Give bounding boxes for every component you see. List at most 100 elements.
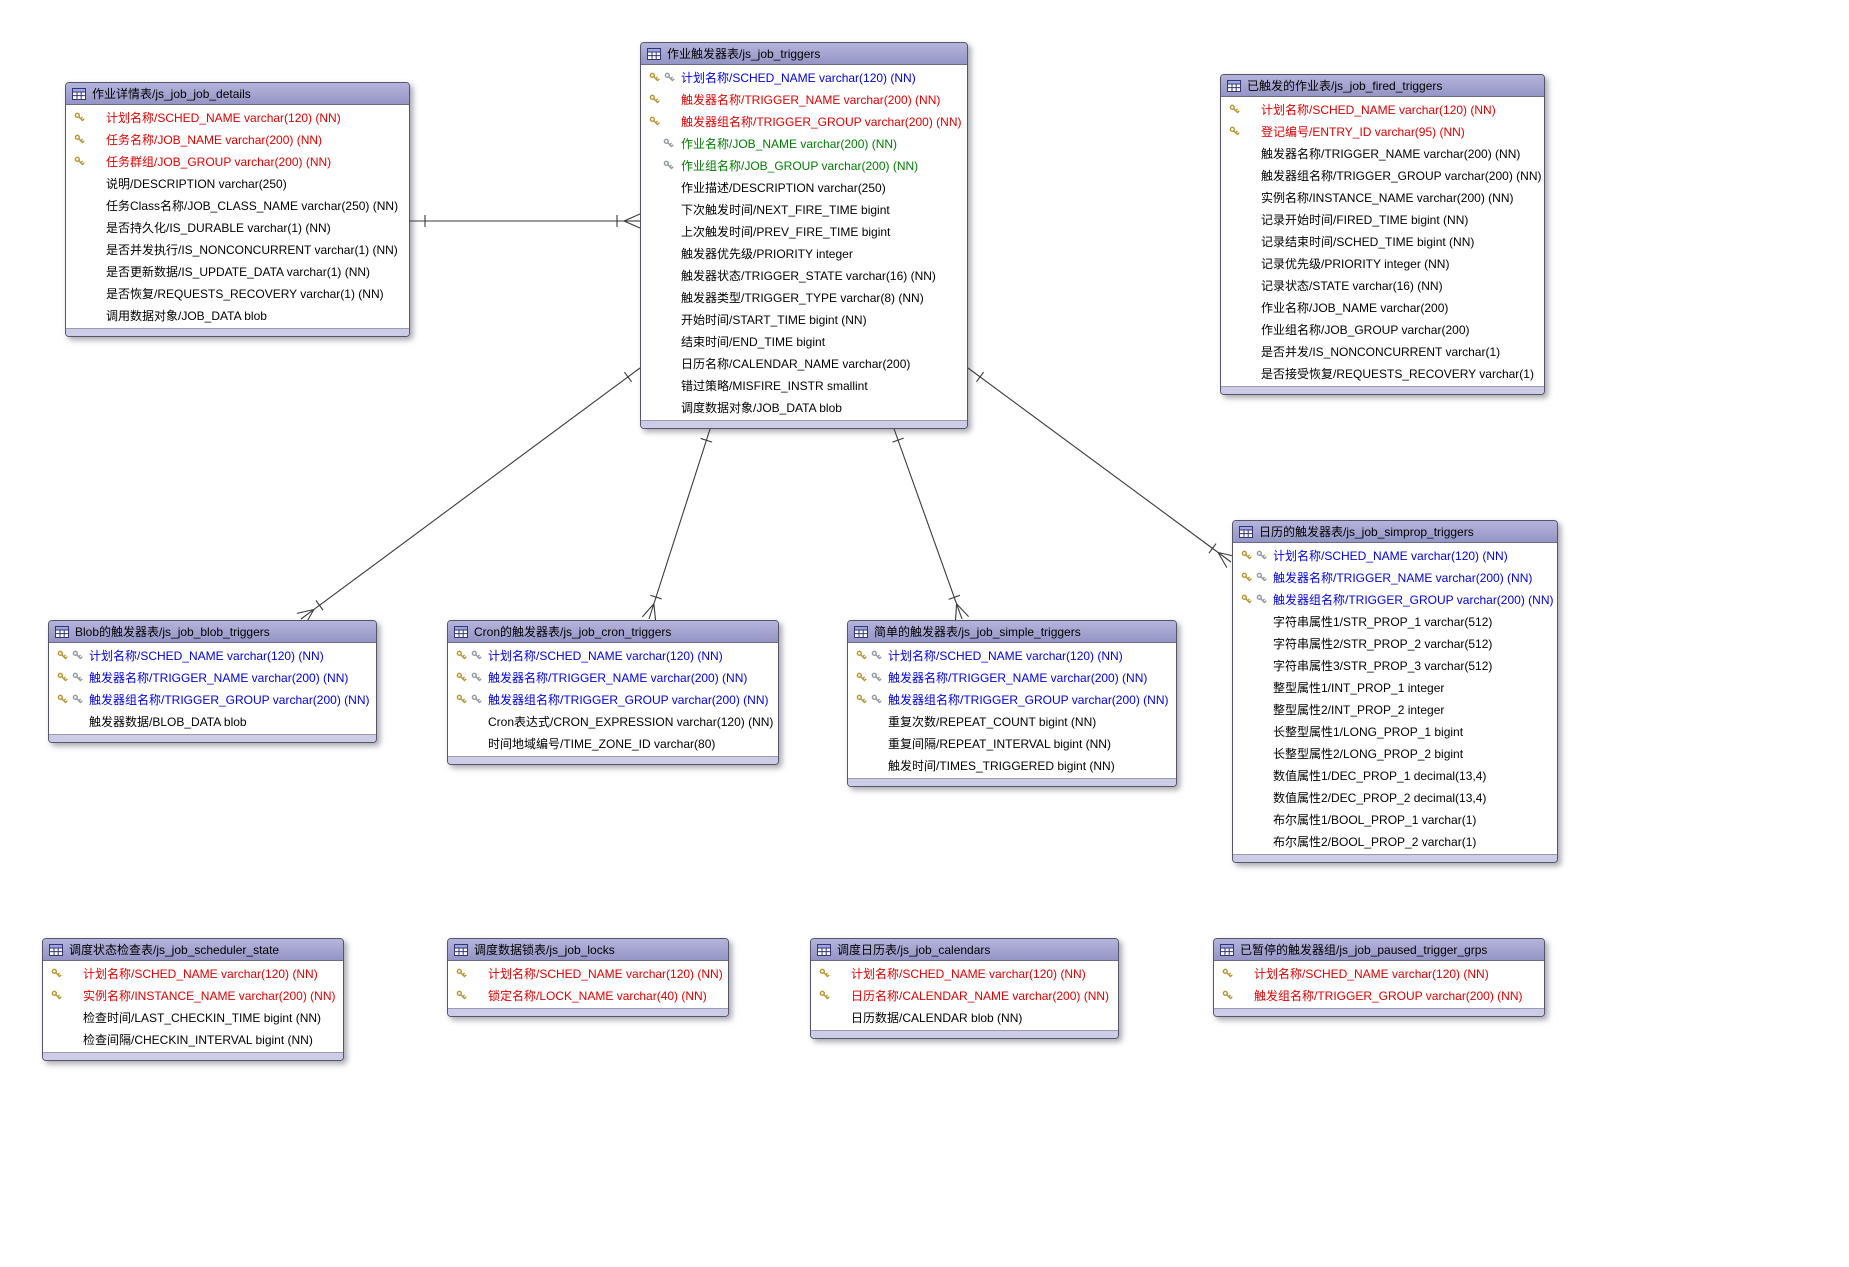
field-row[interactable]: 触发器优先级/PRIORITY integer — [641, 242, 967, 264]
field-row[interactable]: 触发器名称/TRIGGER_NAME varchar(200) (NN) — [1233, 566, 1557, 588]
field-row[interactable]: 数值属性2/DEC_PROP_2 decimal(13,4) — [1233, 786, 1557, 808]
field-row[interactable]: 调用数据对象/JOB_DATA blob — [66, 304, 409, 326]
field-row[interactable]: 实例名称/INSTANCE_NAME varchar(200) (NN) — [43, 984, 343, 1006]
field-row[interactable]: 计划名称/SCHED_NAME varchar(120) (NN) — [1233, 544, 1557, 566]
field-row[interactable]: 上次触发时间/PREV_FIRE_TIME bigint — [641, 220, 967, 242]
field-row[interactable]: 触发器组名称/TRIGGER_GROUP varchar(200) (NN) — [448, 688, 778, 710]
field-row[interactable]: 错过策略/MISFIRE_INSTR smallint — [641, 374, 967, 396]
field-row[interactable]: 作业名称/JOB_NAME varchar(200) — [1221, 296, 1544, 318]
field-row[interactable]: 下次触发时间/NEXT_FIRE_TIME bigint — [641, 198, 967, 220]
field-row[interactable]: 是否并发执行/IS_NONCONCURRENT varchar(1) (NN) — [66, 238, 409, 260]
field-row[interactable]: 作业组名称/JOB_GROUP varchar(200) (NN) — [641, 154, 967, 176]
field-row[interactable]: 日历名称/CALENDAR_NAME varchar(200) (NN) — [811, 984, 1118, 1006]
field-row[interactable]: 触发器名称/TRIGGER_NAME varchar(200) (NN) — [49, 666, 376, 688]
entity-header[interactable]: 调度状态检查表/js_job_scheduler_state — [43, 939, 343, 961]
entity-header[interactable]: 日历的触发器表/js_job_simprop_triggers — [1233, 521, 1557, 543]
entity-header[interactable]: Blob的触发器表/js_job_blob_triggers — [49, 621, 376, 643]
field-row[interactable]: 任务群组/JOB_GROUP varchar(200) (NN) — [66, 150, 409, 172]
field-row[interactable]: 是否更新数据/IS_UPDATE_DATA varchar(1) (NN) — [66, 260, 409, 282]
field-row[interactable]: 触发组名称/TRIGGER_GROUP varchar(200) (NN) — [1214, 984, 1544, 1006]
entity-header[interactable]: 调度日历表/js_job_calendars — [811, 939, 1118, 961]
field-row[interactable]: 任务名称/JOB_NAME varchar(200) (NN) — [66, 128, 409, 150]
field-row[interactable]: 字符串属性3/STR_PROP_3 varchar(512) — [1233, 654, 1557, 676]
field-row[interactable]: 计划名称/SCHED_NAME varchar(120) (NN) — [66, 106, 409, 128]
field-row[interactable]: 任务Class名称/JOB_CLASS_NAME varchar(250) (N… — [66, 194, 409, 216]
field-row[interactable]: 检查间隔/CHECKIN_INTERVAL bigint (NN) — [43, 1028, 343, 1050]
field-row[interactable]: 计划名称/SCHED_NAME varchar(120) (NN) — [43, 962, 343, 984]
field-row[interactable]: 重复次数/REPEAT_COUNT bigint (NN) — [848, 710, 1176, 732]
field-row[interactable]: 作业描述/DESCRIPTION varchar(250) — [641, 176, 967, 198]
field-row[interactable]: 开始时间/START_TIME bigint (NN) — [641, 308, 967, 330]
field-row[interactable]: 是否并发/IS_NONCONCURRENT varchar(1) — [1221, 340, 1544, 362]
field-row[interactable]: 作业名称/JOB_NAME varchar(200) (NN) — [641, 132, 967, 154]
field-row[interactable]: 是否恢复/REQUESTS_RECOVERY varchar(1) (NN) — [66, 282, 409, 304]
field-row[interactable]: 触发器状态/TRIGGER_STATE varchar(16) (NN) — [641, 264, 967, 286]
field-row[interactable]: 实例名称/INSTANCE_NAME varchar(200) (NN) — [1221, 186, 1544, 208]
field-row[interactable]: 日历名称/CALENDAR_NAME varchar(200) — [641, 352, 967, 374]
field-row[interactable]: 触发器数据/BLOB_DATA blob — [49, 710, 376, 732]
field-row[interactable]: 锁定名称/LOCK_NAME varchar(40) (NN) — [448, 984, 728, 1006]
field-row[interactable]: 触发器名称/TRIGGER_NAME varchar(200) (NN) — [448, 666, 778, 688]
field-row[interactable]: 长整型属性1/LONG_PROP_1 bigint — [1233, 720, 1557, 742]
field-row[interactable]: 登记编号/ENTRY_ID varchar(95) (NN) — [1221, 120, 1544, 142]
field-row[interactable]: 日历数据/CALENDAR blob (NN) — [811, 1006, 1118, 1028]
field-row[interactable]: 触发器类型/TRIGGER_TYPE varchar(8) (NN) — [641, 286, 967, 308]
field-row[interactable]: 是否持久化/IS_DURABLE varchar(1) (NN) — [66, 216, 409, 238]
field-row[interactable]: 是否接受恢复/REQUESTS_RECOVERY varchar(1) — [1221, 362, 1544, 384]
field-row[interactable]: 触发器名称/TRIGGER_NAME varchar(200) (NN) — [848, 666, 1176, 688]
field-row[interactable]: 触发器组名称/TRIGGER_GROUP varchar(200) (NN) — [641, 110, 967, 132]
field-row[interactable]: 字符串属性1/STR_PROP_1 varchar(512) — [1233, 610, 1557, 632]
field-row[interactable]: 记录结束时间/SCHED_TIME bigint (NN) — [1221, 230, 1544, 252]
field-row[interactable]: 结束时间/END_TIME bigint — [641, 330, 967, 352]
field-row[interactable]: 触发器组名称/TRIGGER_GROUP varchar(200) (NN) — [848, 688, 1176, 710]
field-row[interactable]: 触发器组名称/TRIGGER_GROUP varchar(200) (NN) — [49, 688, 376, 710]
entity-header[interactable]: Cron的触发器表/js_job_cron_triggers — [448, 621, 778, 643]
field-row[interactable]: Cron表达式/CRON_EXPRESSION varchar(120) (NN… — [448, 710, 778, 732]
field-row[interactable]: 布尔属性1/BOOL_PROP_1 varchar(1) — [1233, 808, 1557, 830]
field-row[interactable]: 说明/DESCRIPTION varchar(250) — [66, 172, 409, 194]
field-row[interactable]: 触发时间/TIMES_TRIGGERED bigint (NN) — [848, 754, 1176, 776]
field-row[interactable]: 时间地域编号/TIME_ZONE_ID varchar(80) — [448, 732, 778, 754]
field-row[interactable]: 长整型属性2/LONG_PROP_2 bigint — [1233, 742, 1557, 764]
field-row[interactable]: 记录开始时间/FIRED_TIME bigint (NN) — [1221, 208, 1544, 230]
field-row[interactable]: 触发器组名称/TRIGGER_GROUP varchar(200) (NN) — [1221, 164, 1544, 186]
field-row[interactable]: 记录状态/STATE varchar(16) (NN) — [1221, 274, 1544, 296]
field-row[interactable]: 整型属性1/INT_PROP_1 integer — [1233, 676, 1557, 698]
entity-header[interactable]: 作业触发器表/js_job_triggers — [641, 43, 967, 65]
field-row[interactable]: 计划名称/SCHED_NAME varchar(120) (NN) — [1214, 962, 1544, 984]
field-row[interactable]: 字符串属性2/STR_PROP_2 varchar(512) — [1233, 632, 1557, 654]
field-row[interactable]: 计划名称/SCHED_NAME varchar(120) (NN) — [641, 66, 967, 88]
field-row[interactable]: 计划名称/SCHED_NAME varchar(120) (NN) — [49, 644, 376, 666]
field-row[interactable]: 计划名称/SCHED_NAME varchar(120) (NN) — [1221, 98, 1544, 120]
field-row[interactable]: 布尔属性2/BOOL_PROP_2 varchar(1) — [1233, 830, 1557, 852]
entity-header[interactable]: 已暂停的触发器组/js_job_paused_trigger_grps — [1214, 939, 1544, 961]
entity-header[interactable]: 调度数据锁表/js_job_locks — [448, 939, 728, 961]
field-row[interactable]: 检查时间/LAST_CHECKIN_TIME bigint (NN) — [43, 1006, 343, 1028]
field-row[interactable]: 调度数据对象/JOB_DATA blob — [641, 396, 967, 418]
field-row[interactable]: 触发器名称/TRIGGER_NAME varchar(200) (NN) — [1221, 142, 1544, 164]
field-row[interactable]: 整型属性2/INT_PROP_2 integer — [1233, 698, 1557, 720]
entity-header[interactable]: 作业详情表/js_job_job_details — [66, 83, 409, 105]
field-row[interactable]: 作业组名称/JOB_GROUP varchar(200) — [1221, 318, 1544, 340]
entity-header[interactable]: 已触发的作业表/js_job_fired_triggers — [1221, 75, 1544, 97]
field-row[interactable]: 重复间隔/REPEAT_INTERVAL bigint (NN) — [848, 732, 1176, 754]
entity-header[interactable]: 简单的触发器表/js_job_simple_triggers — [848, 621, 1176, 643]
field-row[interactable]: 记录优先级/PRIORITY integer (NN) — [1221, 252, 1544, 274]
field-row[interactable]: 触发器名称/TRIGGER_NAME varchar(200) (NN) — [641, 88, 967, 110]
field-row[interactable]: 计划名称/SCHED_NAME varchar(120) (NN) — [448, 962, 728, 984]
field-row[interactable]: 数值属性1/DEC_PROP_1 decimal(13,4) — [1233, 764, 1557, 786]
field-row[interactable]: 计划名称/SCHED_NAME varchar(120) (NN) — [811, 962, 1118, 984]
field-row[interactable]: 计划名称/SCHED_NAME varchar(120) (NN) — [448, 644, 778, 666]
field-row[interactable]: 触发器组名称/TRIGGER_GROUP varchar(200) (NN) — [1233, 588, 1557, 610]
